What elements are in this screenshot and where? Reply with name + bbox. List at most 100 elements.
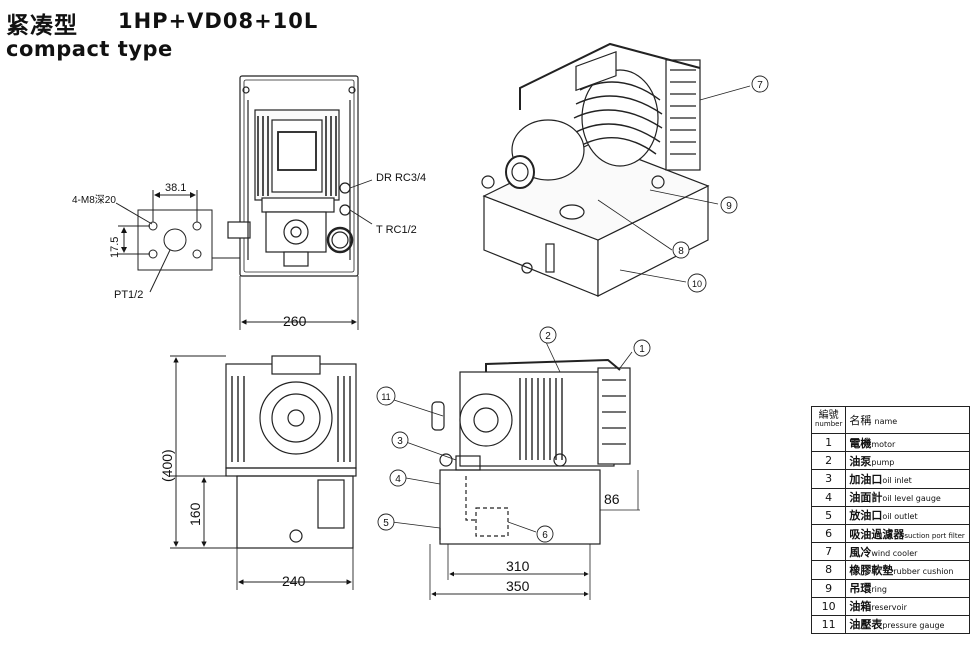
row-name: 吊環ring [845, 578, 970, 598]
row-number: 8 [810, 560, 847, 580]
dim-front-width: 240 [282, 573, 306, 589]
row-name: 油面計oil level gauge [845, 487, 970, 507]
callout-8 [672, 241, 690, 259]
header-name-en: name [874, 417, 898, 426]
callout-10-label: 10 [692, 279, 702, 289]
title-english: compact type [6, 37, 173, 61]
dim-side-total: 350 [506, 578, 530, 594]
callout-4-label: 4 [395, 474, 401, 485]
row-number: 6 [810, 523, 847, 544]
row-name-en: suction port filter [904, 531, 965, 540]
row-number: 1 [810, 432, 847, 453]
row-name-en: oil level gauge [882, 494, 941, 504]
dim-front-tank-height: 160 [187, 502, 203, 526]
row-name: 油箱reservoir [845, 596, 970, 616]
dim-drain: DR RC3/4 [376, 172, 426, 184]
callout-3 [391, 431, 409, 449]
row-name-en: oil outlet [882, 512, 918, 522]
top-view [227, 75, 359, 277]
row-number: 10 [810, 596, 847, 616]
row-name-en: ring [871, 585, 887, 595]
row-name: 吸油過濾器suction port filter [845, 523, 970, 544]
header-number-en: number [815, 420, 843, 428]
callout-9 [720, 196, 738, 214]
row-name-cn: 風冷 [849, 545, 872, 559]
callout-6 [536, 525, 554, 543]
callout-2 [539, 326, 557, 344]
callout-5-label: 5 [383, 518, 389, 529]
callout-9-label: 9 [726, 201, 732, 212]
callout-6-label: 6 [542, 530, 548, 541]
callout-7-label: 7 [757, 80, 763, 91]
isometric-view [481, 42, 710, 297]
callout-1-label: 1 [639, 344, 645, 355]
row-name-en: pressure gauge [882, 621, 945, 631]
header-name: 名稱 name [845, 406, 970, 434]
dim-tank-port: T RC1/2 [376, 224, 417, 236]
row-name-cn: 放油口 [849, 509, 883, 523]
row-name-en: rubber cushion [893, 566, 954, 576]
row-name-cn: 油面計 [849, 491, 883, 505]
row-name: 風冷wind cooler [845, 542, 970, 562]
header-name-cn: 名稱 [849, 414, 872, 427]
dim-flange-height: 17.5 [109, 237, 121, 258]
dim-front-total-height: (400) [159, 449, 175, 482]
front-view [225, 355, 357, 549]
row-name-en: motor [871, 439, 896, 449]
row-name: 放油口oil outlet [845, 505, 970, 525]
side-view [431, 358, 631, 545]
row-name-cn: 油壓表 [849, 618, 883, 632]
row-name: 油壓表pressure gauge [845, 614, 970, 635]
dim-flange-spacing: 38.1 [165, 182, 186, 194]
row-name-cn: 吸油過濾器 [849, 527, 905, 541]
callout-10 [687, 273, 707, 293]
row-name-en: wind cooler [871, 548, 918, 558]
title-chinese: 紧凑型 [6, 13, 78, 39]
row-name: 加油口oil inlet [845, 469, 970, 489]
callout-8-label: 8 [678, 246, 684, 257]
row-name-cn: 油泵 [849, 454, 872, 468]
row-number: 5 [810, 505, 847, 525]
callout-11-label: 11 [381, 392, 390, 402]
row-name: 油泵pump [845, 451, 970, 471]
row-number: 4 [810, 487, 847, 507]
dim-side-inner: 310 [506, 558, 530, 574]
row-name: 電機motor [845, 432, 970, 453]
row-name-cn: 橡膠軟墊 [849, 563, 894, 577]
row-number: 7 [810, 542, 847, 562]
row-name-cn: 電機 [849, 436, 872, 450]
row-number: 2 [810, 451, 847, 471]
dim-port-pt: PT1/2 [114, 289, 143, 301]
callout-3-label: 3 [397, 436, 403, 447]
row-name-cn: 吊環 [849, 582, 872, 596]
dim-side-offset: 86 [604, 491, 620, 507]
callout-11 [376, 386, 396, 406]
flange-detail [115, 190, 240, 293]
row-name: 橡膠軟墊rubber cushion [845, 560, 970, 580]
row-name-en: reservoir [871, 603, 907, 613]
row-name-en: pump [871, 457, 895, 467]
dim-top-width: 260 [283, 313, 307, 329]
row-name-en: oil inlet [882, 475, 912, 485]
dim-bolt-spec: 4-M8深20 [72, 194, 116, 206]
callout-group [376, 75, 769, 543]
row-number: 11 [810, 614, 847, 635]
callout-4 [389, 469, 407, 487]
callout-1 [633, 339, 651, 357]
row-name-cn: 加油口 [849, 472, 883, 486]
title-model: 1HP+VD08+10L [118, 9, 319, 33]
row-number: 9 [810, 578, 847, 598]
